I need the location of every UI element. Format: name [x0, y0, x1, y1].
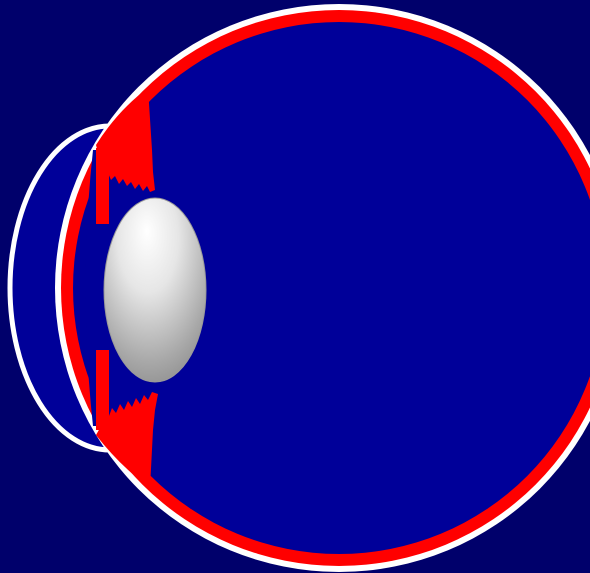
iris-bottom [96, 350, 109, 430]
lens [104, 198, 206, 382]
iris-top [96, 148, 109, 224]
